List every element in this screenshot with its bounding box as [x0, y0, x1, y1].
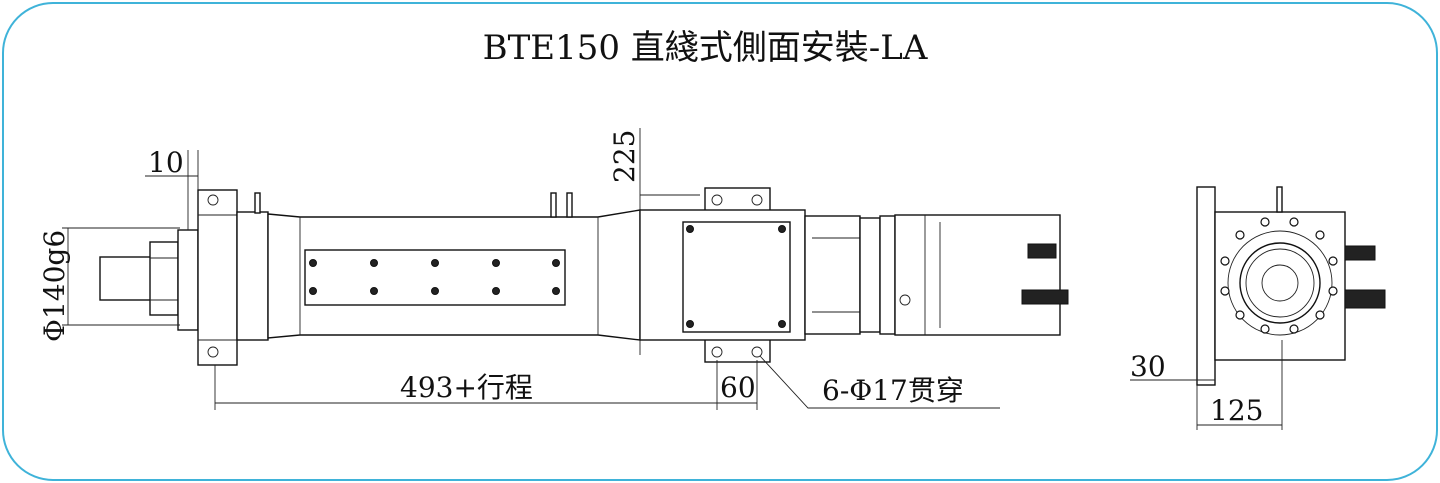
- end-view: [1196, 186, 1386, 386]
- dim-flange-thickness: 10: [148, 146, 184, 179]
- dim-hole-spacing: 60: [720, 371, 756, 404]
- dim-length: 493+行程: [400, 371, 533, 404]
- dim-end-flange-thickness: 30: [1130, 350, 1166, 383]
- side-view: [99, 187, 1069, 366]
- dimension-lines: [62, 128, 1283, 430]
- dim-height: 225: [608, 130, 641, 183]
- dim-holes: 6-Φ17贯穿: [822, 374, 964, 407]
- drawing-title: BTE150 直綫式側面安裝-LA: [483, 28, 928, 68]
- dim-end-width: 125: [1210, 394, 1263, 427]
- plate-screws: [309, 259, 560, 295]
- dim-shaft-diameter: Φ140g6: [38, 230, 71, 342]
